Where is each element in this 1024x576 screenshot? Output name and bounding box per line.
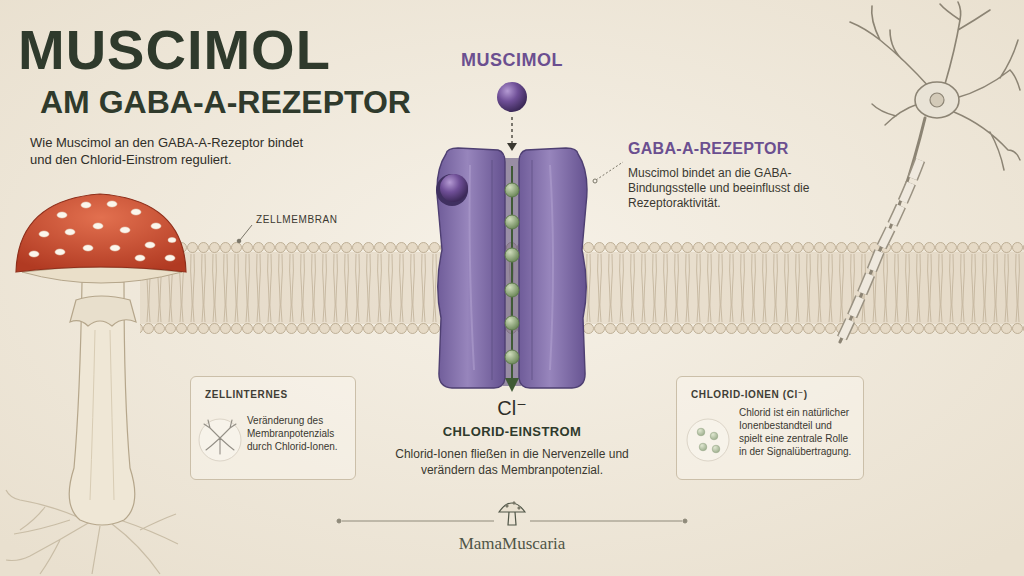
info-box: ZELLINTERNES Veränderung des Membranpoten… [190,376,356,480]
chloride-channel-flow [505,183,519,364]
fly-agaric-mushroom [110,245,120,251]
gaba-a-receptor [492,160,532,380]
neuron [840,118,925,342]
fly-agaric-mushroom [107,201,117,207]
muscimol-molecule [511,117,512,143]
fly-agaric-mushroom [65,229,75,235]
watermark-ornament [530,521,682,522]
fly-agaric-mushroom [135,255,145,261]
part-label: GABA-A-REZEPTOR [628,140,789,158]
fly-agaric-mushroom [165,255,175,261]
watermark: MamaMuscaria [392,534,632,554]
chloride-channel-flow [511,166,513,380]
neuron [930,93,944,107]
description-text: Muscimol bindet an die GABA-Bindungsstel… [628,166,860,211]
neuron [954,112,1020,170]
watermark-ornament [508,512,516,525]
fly-agaric-mushroom [81,202,91,208]
watermark-ornament [342,521,494,522]
muscimol-molecule [497,82,527,112]
part-label: ZELLMEMBRAN [256,214,338,225]
fly-agaric-mushroom [29,251,39,257]
neuron [840,2,1020,342]
fly-agaric-mushroom [93,223,103,229]
fly-agaric-mushroom [83,245,93,251]
neuron [940,2,990,84]
gaba-a-receptor [436,148,587,388]
ion-symbol: Cl⁻ [452,396,572,420]
muscimol-molecule [497,82,527,151]
neuron [872,104,918,125]
box-heading: CHLORID-IONEN (Cl⁻) [691,389,853,400]
chloride-channel-flow [505,166,519,392]
intro-text: Wie Muscimol an den GABA-A-Rezeptor bind… [30,134,322,168]
fly-agaric-mushroom [70,296,136,326]
info-box: CHLORID-IONEN (Cl⁻) Chlorid ist ein natür… [676,376,864,480]
neuron [842,160,920,338]
gaba-a-receptor [436,174,468,206]
leader-line [237,162,623,243]
fly-agaric-mushroom [90,330,114,500]
molecule-label: MUSCIMOL [412,50,612,71]
fly-agaric-mushroom [151,223,161,229]
chloride-channel-flow [505,183,519,197]
fly-agaric-mushroom [168,238,176,243]
fly-agaric-mushroom [39,231,49,237]
watermark-ornament [499,503,525,512]
watermark-ornament [506,505,508,507]
description-text: Chlorid-Ionen fließen in die Nervenzelle… [367,446,657,478]
fly-agaric-mushroom [55,249,65,255]
watermark-ornament [337,519,341,523]
box-heading: ZELLINTERNES [205,389,345,400]
watermark-ornament [518,507,520,509]
leader-line [596,162,623,180]
title-line: AM GABA-A-REZEPTOR [40,86,411,118]
chloride-channel-flow [505,378,519,392]
fly-agaric-mushroom [131,209,141,215]
chloride-channel-flow [505,283,519,297]
bound-muscimol [440,174,468,202]
muscimol-molecule [507,143,517,151]
watermark-ornament [513,502,515,504]
box-text: Chlorid ist ein natürlicher Ionenbestand… [739,406,855,458]
fly-agaric-mushroom [6,194,186,574]
chloride-channel-flow [505,248,519,262]
neuron [956,40,1020,98]
watermark-ornament [683,519,687,523]
fly-agaric-mushroom [57,212,67,218]
neuron [915,82,959,118]
process-label: CHLORID-EINSTROM [392,424,632,439]
leader-line [237,239,241,243]
title: MUSCIMOL [18,22,331,78]
watermark-ornament [337,502,687,525]
chloride-channel-flow [505,350,519,364]
fly-agaric-mushroom [145,242,155,248]
fly-agaric-mushroom [29,201,176,261]
chloride-channel-flow [505,215,519,229]
neuron [842,160,920,338]
fly-agaric-mushroom [120,227,130,233]
box-text: Veränderung des Membranpotenzials durch … [247,414,347,453]
chloride-channel-flow [505,316,519,330]
neuron [850,6,930,88]
leader-line [240,225,252,240]
leader-line [593,179,597,183]
fly-agaric-mushroom [16,194,186,272]
